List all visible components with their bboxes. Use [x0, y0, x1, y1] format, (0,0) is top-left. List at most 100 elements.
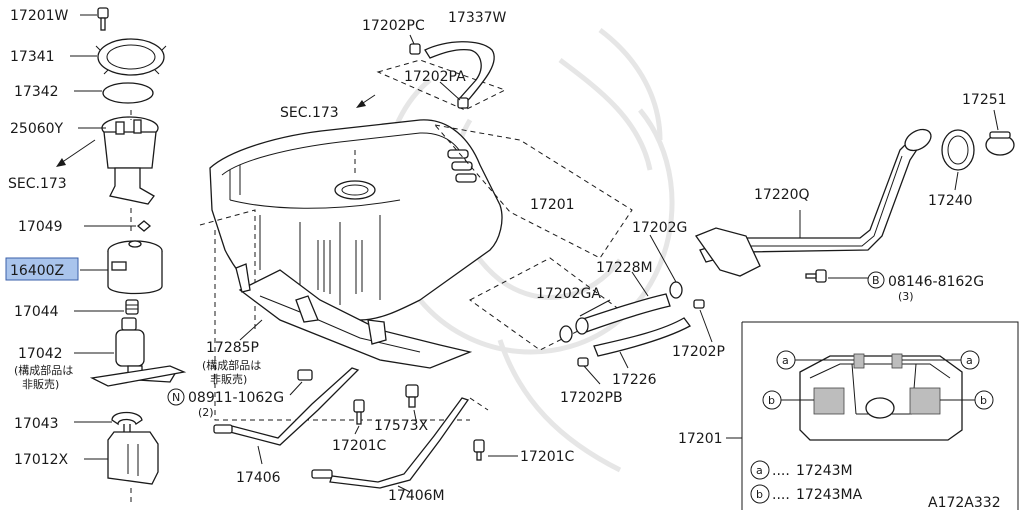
- clamp-17202PC[interactable]: [409, 43, 421, 55]
- label-17202PB: 17202PB: [560, 390, 623, 406]
- label-17406: 17406: [236, 470, 281, 486]
- label-17285P-note2: 非販売): [210, 373, 247, 386]
- label-17201W: 17201W: [10, 8, 69, 24]
- label-17202G: 17202G: [632, 220, 687, 236]
- label-17202P: 17202P: [672, 344, 725, 360]
- hose-17228M[interactable]: [575, 293, 671, 335]
- clamp-17202P[interactable]: [693, 299, 705, 309]
- label-17337W: 17337W: [448, 10, 507, 26]
- pad-b-right: [909, 387, 941, 415]
- label-17042-note1: (構成部品は: [14, 363, 73, 377]
- legend-17243M: 17243M: [796, 463, 853, 479]
- pad-a-right: [891, 353, 903, 369]
- clip-17573X[interactable]: [405, 384, 419, 408]
- label-08146: 08146-8162G: [888, 274, 984, 290]
- ring-17240[interactable]: [941, 129, 975, 171]
- strap-17406M[interactable]: [311, 397, 470, 489]
- legend-mark-b: b: [756, 488, 763, 501]
- clip-17043[interactable]: [111, 411, 143, 435]
- lock-ring-17341[interactable]: [95, 38, 167, 76]
- label-sec173-left: SEC.173: [8, 176, 67, 192]
- label-17220Q: 17220Q: [754, 187, 810, 203]
- clamp-17202G[interactable]: [669, 281, 683, 299]
- bolt-mark: B: [872, 274, 880, 287]
- label-17226: 17226: [612, 372, 657, 388]
- arrow-icon: [356, 100, 366, 108]
- filter-16400Z[interactable]: [107, 240, 163, 295]
- label-17012X: 17012X: [14, 452, 69, 468]
- label-08911: 08911-1062G: [188, 390, 284, 406]
- label-25060Y: 25060Y: [10, 121, 64, 137]
- pad-a-left: [853, 353, 865, 369]
- label-17240: 17240: [928, 193, 973, 209]
- legend-dots-b: ....: [772, 487, 790, 503]
- label-08146-qty: (3): [898, 290, 914, 303]
- legend-dots-a: ....: [772, 463, 790, 479]
- pump-assembly: [56, 7, 187, 505]
- hose-17226[interactable]: [593, 317, 691, 357]
- label-08911-qty: (2): [198, 406, 214, 419]
- pad-b-left: [813, 387, 845, 415]
- label-17285P-note1: (構成部品は: [202, 358, 261, 372]
- clamp-17202GA[interactable]: [559, 325, 573, 343]
- grommet-17044[interactable]: [125, 299, 139, 315]
- label-17201C-b: 17201C: [520, 449, 575, 465]
- screw-17201W[interactable]: [97, 7, 109, 31]
- bolt-17201C-a[interactable]: [353, 399, 365, 425]
- left-labels: 17201W 17341 17342 25060Y SEC.173 17049 …: [5, 8, 79, 468]
- label-17341: 17341: [10, 49, 55, 65]
- nut-mark-circle: [167, 388, 185, 406]
- nut-08911[interactable]: [297, 369, 313, 381]
- label-17573X: 17573X: [374, 418, 429, 434]
- heat-shield-17285P[interactable]: [235, 263, 473, 369]
- label-17043: 17043: [14, 416, 59, 432]
- label-sec173-mid: SEC.173: [280, 105, 339, 121]
- highlight-box: [5, 257, 79, 281]
- label-17342: 17342: [14, 84, 59, 100]
- label-17044: 17044: [14, 304, 59, 320]
- bolt-mark-circle: [867, 271, 885, 289]
- fuel-pump-17042[interactable]: [89, 317, 187, 387]
- diagram-code: A172A332: [928, 495, 1001, 510]
- label-17251: 17251: [962, 92, 1007, 108]
- label-17042: 17042: [18, 346, 63, 362]
- label-17406M: 17406M: [388, 488, 445, 504]
- strap-17406[interactable]: [213, 367, 360, 446]
- mark-b-left: b: [768, 394, 775, 407]
- label-17202PA: 17202PA: [404, 69, 466, 85]
- legend-mark-a: a: [756, 464, 763, 477]
- bolt-17201C-b[interactable]: [473, 439, 485, 461]
- sender-unit-25060Y[interactable]: [101, 116, 159, 205]
- label-17201: 17201: [530, 197, 575, 213]
- bracket-17012X[interactable]: [107, 431, 159, 485]
- label-17201C-a: 17201C: [332, 438, 387, 454]
- label-17202GA: 17202GA: [536, 286, 601, 302]
- bolt-08146[interactable]: [805, 269, 827, 283]
- legend-17243MA: 17243MA: [796, 487, 863, 503]
- drain-port-icon: [865, 397, 895, 419]
- fuel-tank-17201[interactable]: [209, 119, 503, 321]
- label-17049: 17049: [18, 219, 63, 235]
- label-16400Z[interactable]: 16400Z: [10, 263, 64, 279]
- mark-a-right: a: [966, 354, 973, 367]
- inset-label-17201: 17201: [678, 431, 723, 447]
- mark-b-right: b: [980, 394, 987, 407]
- label-17042-note2: 非販売): [22, 378, 59, 391]
- label-17228M: 17228M: [596, 260, 653, 276]
- clamp-17202PB[interactable]: [577, 357, 589, 367]
- label-17285P: 17285P: [206, 340, 259, 356]
- center-labels: 17202PC 17337W 17202PA SEC.173 17201 172…: [167, 10, 1007, 504]
- filler-tube-17220Q[interactable]: [694, 125, 935, 277]
- arrow-icon: [56, 158, 66, 167]
- pump-port-icon: [334, 180, 376, 200]
- mark-a-left: a: [782, 354, 789, 367]
- inset-box: 17201 a a b b a .... 17243M b .... 17243…: [678, 321, 1019, 510]
- clamp-17202PA[interactable]: [457, 97, 469, 109]
- fuel-cap-17251[interactable]: [985, 131, 1015, 156]
- part-17049[interactable]: [136, 220, 152, 232]
- gasket-17342[interactable]: [102, 82, 154, 104]
- label-17202PC: 17202PC: [362, 18, 425, 34]
- nut-mark: N: [172, 391, 180, 404]
